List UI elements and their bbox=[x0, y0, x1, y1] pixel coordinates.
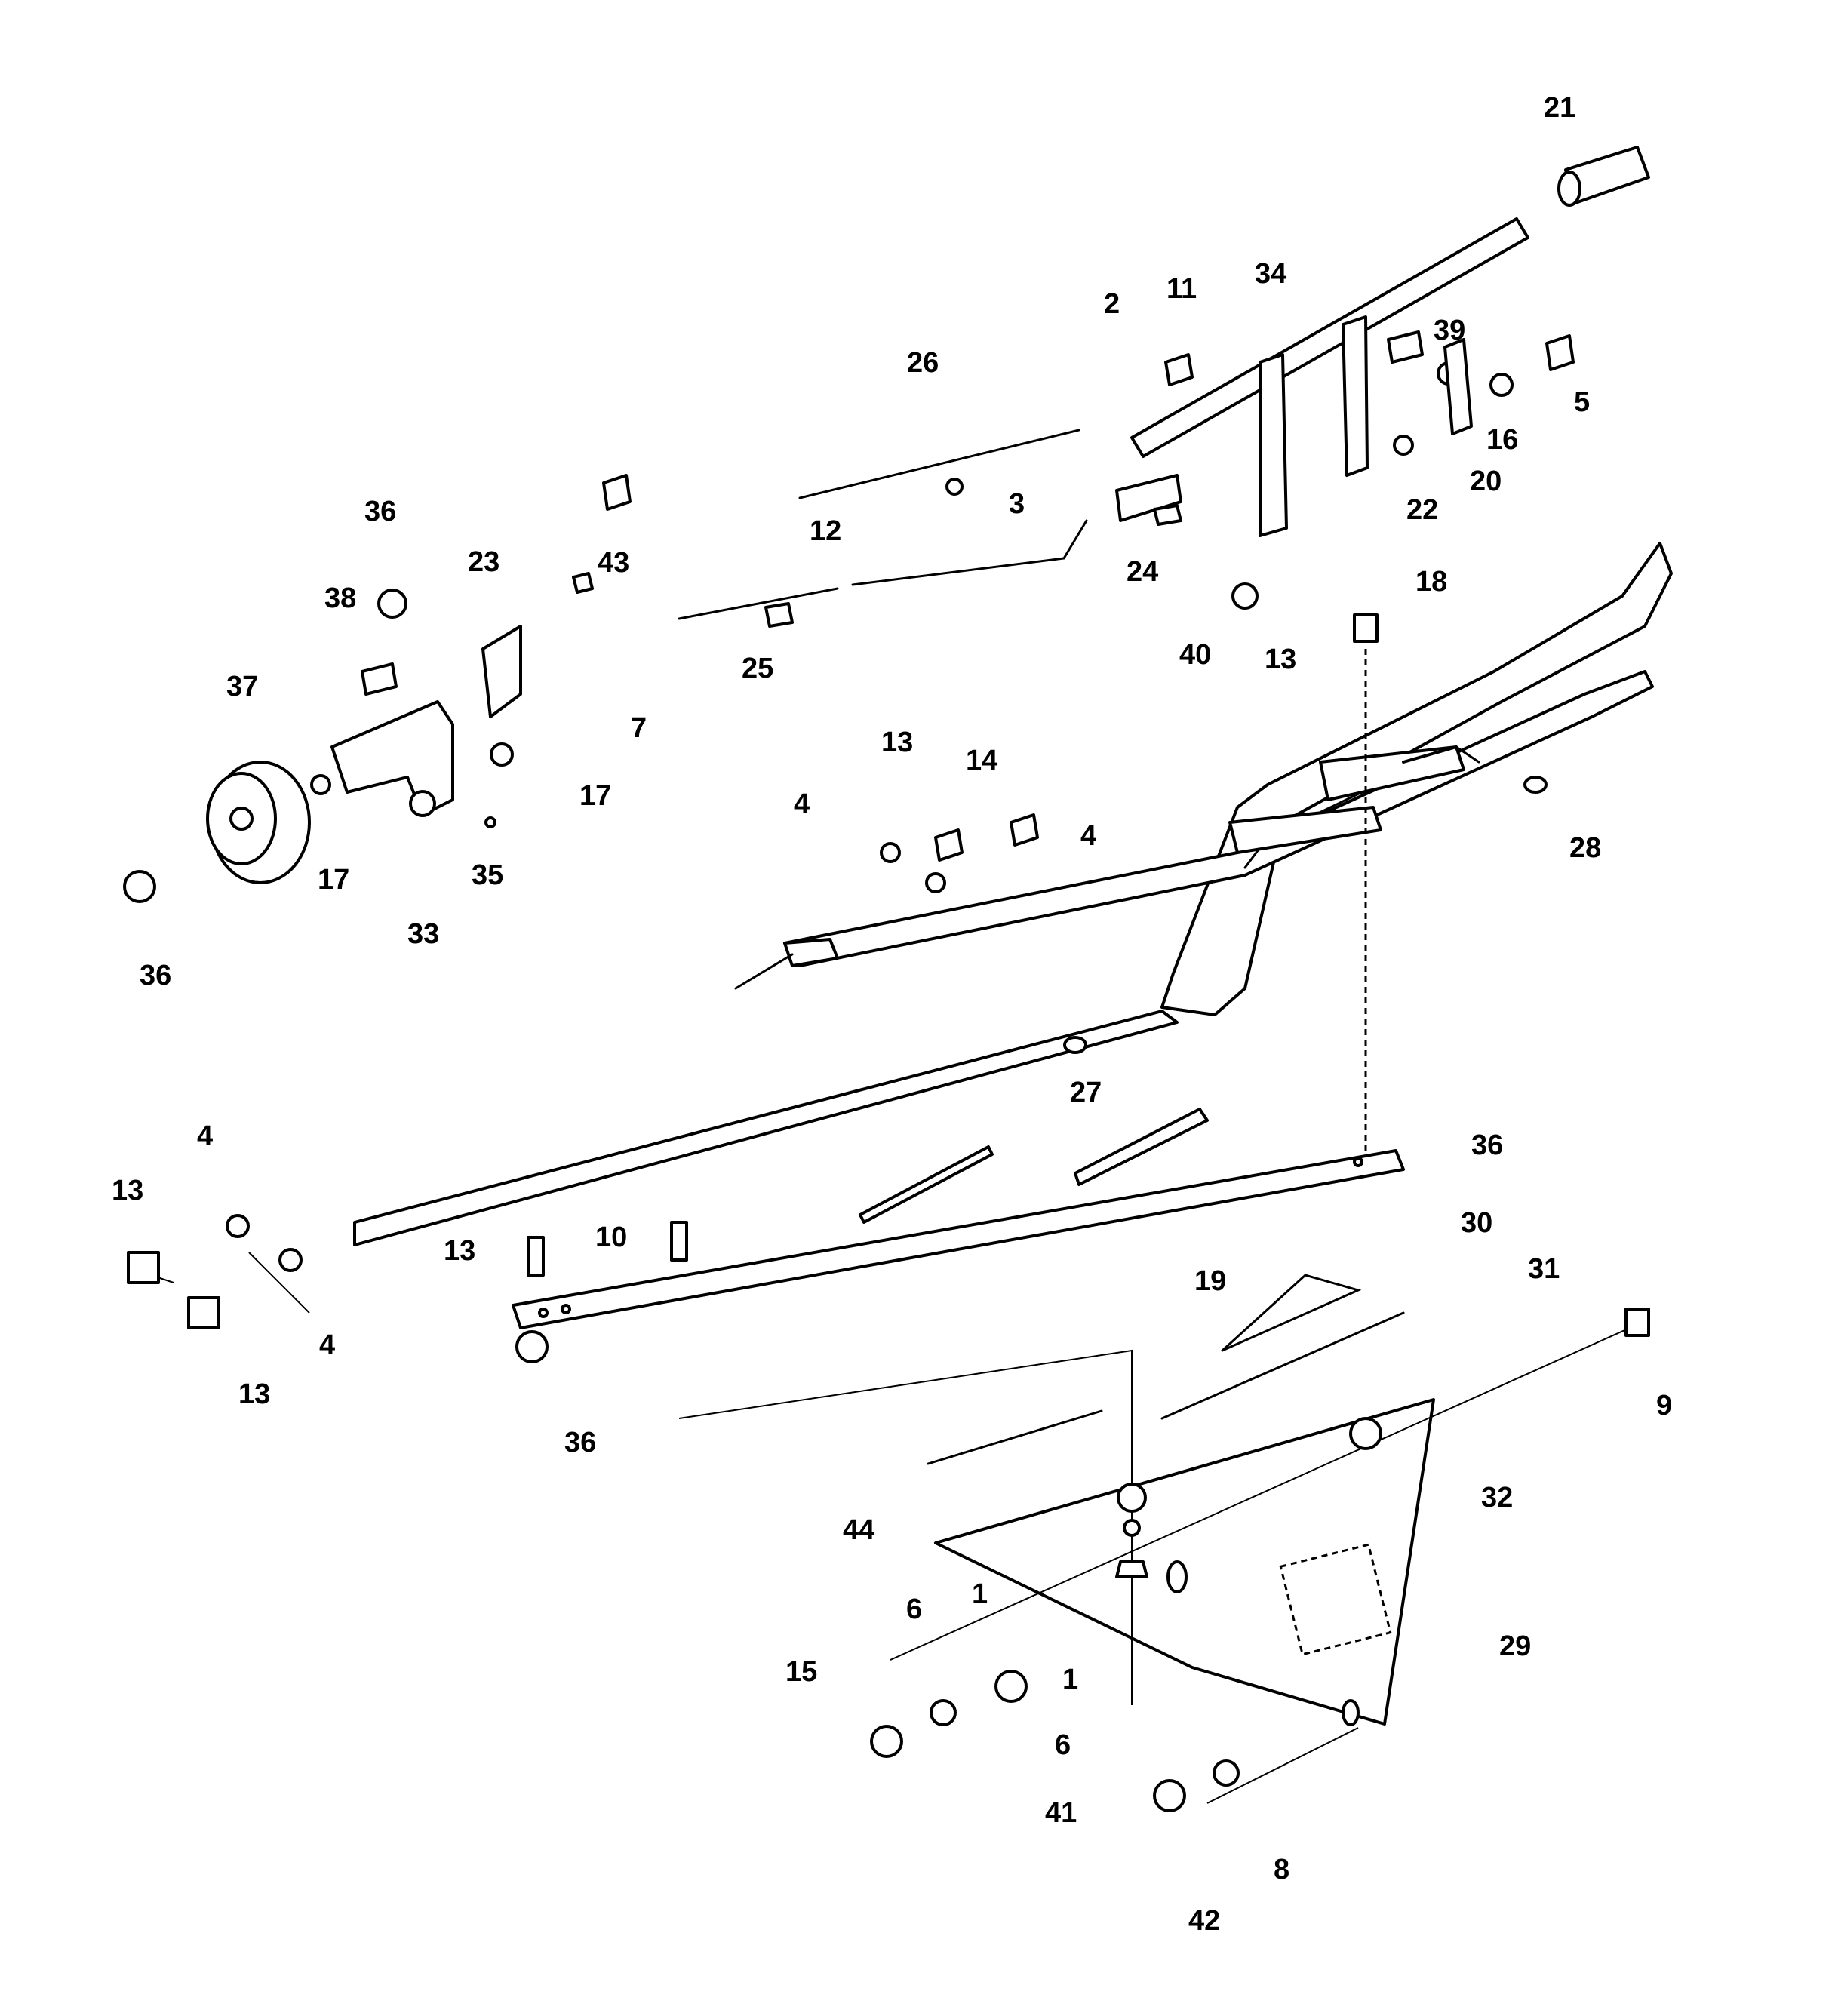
upper-bar bbox=[1130, 146, 1650, 537]
callout-19: 19 bbox=[1194, 1265, 1226, 1297]
callout-22: 22 bbox=[1406, 494, 1438, 526]
callout-37: 37 bbox=[226, 671, 258, 702]
callout-6a: 6 bbox=[906, 1593, 922, 1625]
callout-21: 21 bbox=[1544, 92, 1575, 124]
callout-31: 31 bbox=[1528, 1253, 1560, 1285]
callout-41: 41 bbox=[1045, 1797, 1077, 1829]
callout-8: 8 bbox=[1274, 1854, 1289, 1885]
callout-35: 35 bbox=[472, 859, 503, 891]
callout-39: 39 bbox=[1434, 315, 1465, 346]
callout-26: 26 bbox=[907, 347, 939, 379]
callout-3: 3 bbox=[1009, 488, 1025, 520]
callout-13d: 13 bbox=[444, 1235, 475, 1267]
callout-1b: 1 bbox=[1062, 1664, 1078, 1695]
callout-42: 42 bbox=[1188, 1905, 1220, 1937]
callout-36b: 36 bbox=[140, 960, 171, 991]
callout-17b: 17 bbox=[318, 864, 349, 896]
callout-20: 20 bbox=[1470, 466, 1502, 497]
callout-16: 16 bbox=[1486, 424, 1518, 456]
callout-labels: 1 1 2 3 4 4 4 4 5 6 6 7 8 9 10 11 12 13 … bbox=[112, 92, 1672, 1937]
callout-7: 7 bbox=[631, 712, 647, 744]
callout-33: 33 bbox=[407, 918, 439, 950]
callout-36c: 36 bbox=[1471, 1129, 1503, 1161]
callout-17a: 17 bbox=[579, 780, 611, 812]
idler-pulley bbox=[206, 761, 311, 884]
callout-40: 40 bbox=[1179, 639, 1211, 671]
callout-44: 44 bbox=[843, 1514, 874, 1546]
callout-14: 14 bbox=[966, 745, 997, 776]
cable-ties bbox=[859, 1108, 1209, 1224]
callout-1a: 1 bbox=[972, 1578, 988, 1610]
callout-29: 29 bbox=[1499, 1630, 1531, 1662]
cables-springs bbox=[678, 330, 1458, 764]
callout-9: 9 bbox=[1656, 1390, 1672, 1421]
callout-4b: 4 bbox=[1080, 820, 1096, 852]
callout-13a: 13 bbox=[1265, 644, 1296, 675]
callout-34: 34 bbox=[1255, 258, 1286, 290]
callout-6b: 6 bbox=[1055, 1729, 1071, 1761]
callout-24: 24 bbox=[1127, 556, 1158, 588]
callout-36d: 36 bbox=[564, 1427, 596, 1458]
callout-5: 5 bbox=[1574, 386, 1590, 418]
handle-frame bbox=[353, 542, 1673, 1246]
callout-36a: 36 bbox=[364, 496, 396, 527]
callout-28: 28 bbox=[1569, 832, 1601, 864]
callout-12: 12 bbox=[810, 515, 841, 547]
callout-11: 11 bbox=[1166, 273, 1197, 305]
callout-43: 43 bbox=[598, 547, 629, 579]
callout-23: 23 bbox=[468, 546, 499, 578]
callout-30: 30 bbox=[1461, 1207, 1492, 1239]
pulley-bracket bbox=[330, 625, 522, 817]
callout-13e: 13 bbox=[238, 1378, 270, 1410]
callout-10: 10 bbox=[595, 1222, 627, 1253]
callout-4a: 4 bbox=[794, 788, 810, 820]
lower-brace bbox=[512, 1149, 1405, 1329]
callout-13c: 13 bbox=[112, 1175, 143, 1206]
callout-13b: 13 bbox=[881, 727, 913, 758]
callout-32: 32 bbox=[1481, 1482, 1513, 1514]
callout-18: 18 bbox=[1415, 566, 1447, 598]
callout-4c: 4 bbox=[197, 1120, 213, 1152]
assembly-lines bbox=[128, 649, 1631, 1804]
callout-25: 25 bbox=[742, 653, 773, 684]
mounting-plate bbox=[927, 1274, 1435, 1726]
callout-38: 38 bbox=[324, 582, 356, 614]
callout-2: 2 bbox=[1104, 288, 1120, 320]
hardware bbox=[123, 334, 1650, 1812]
callout-27: 27 bbox=[1070, 1077, 1102, 1108]
callout-4d: 4 bbox=[319, 1329, 335, 1361]
callout-15: 15 bbox=[785, 1656, 817, 1688]
